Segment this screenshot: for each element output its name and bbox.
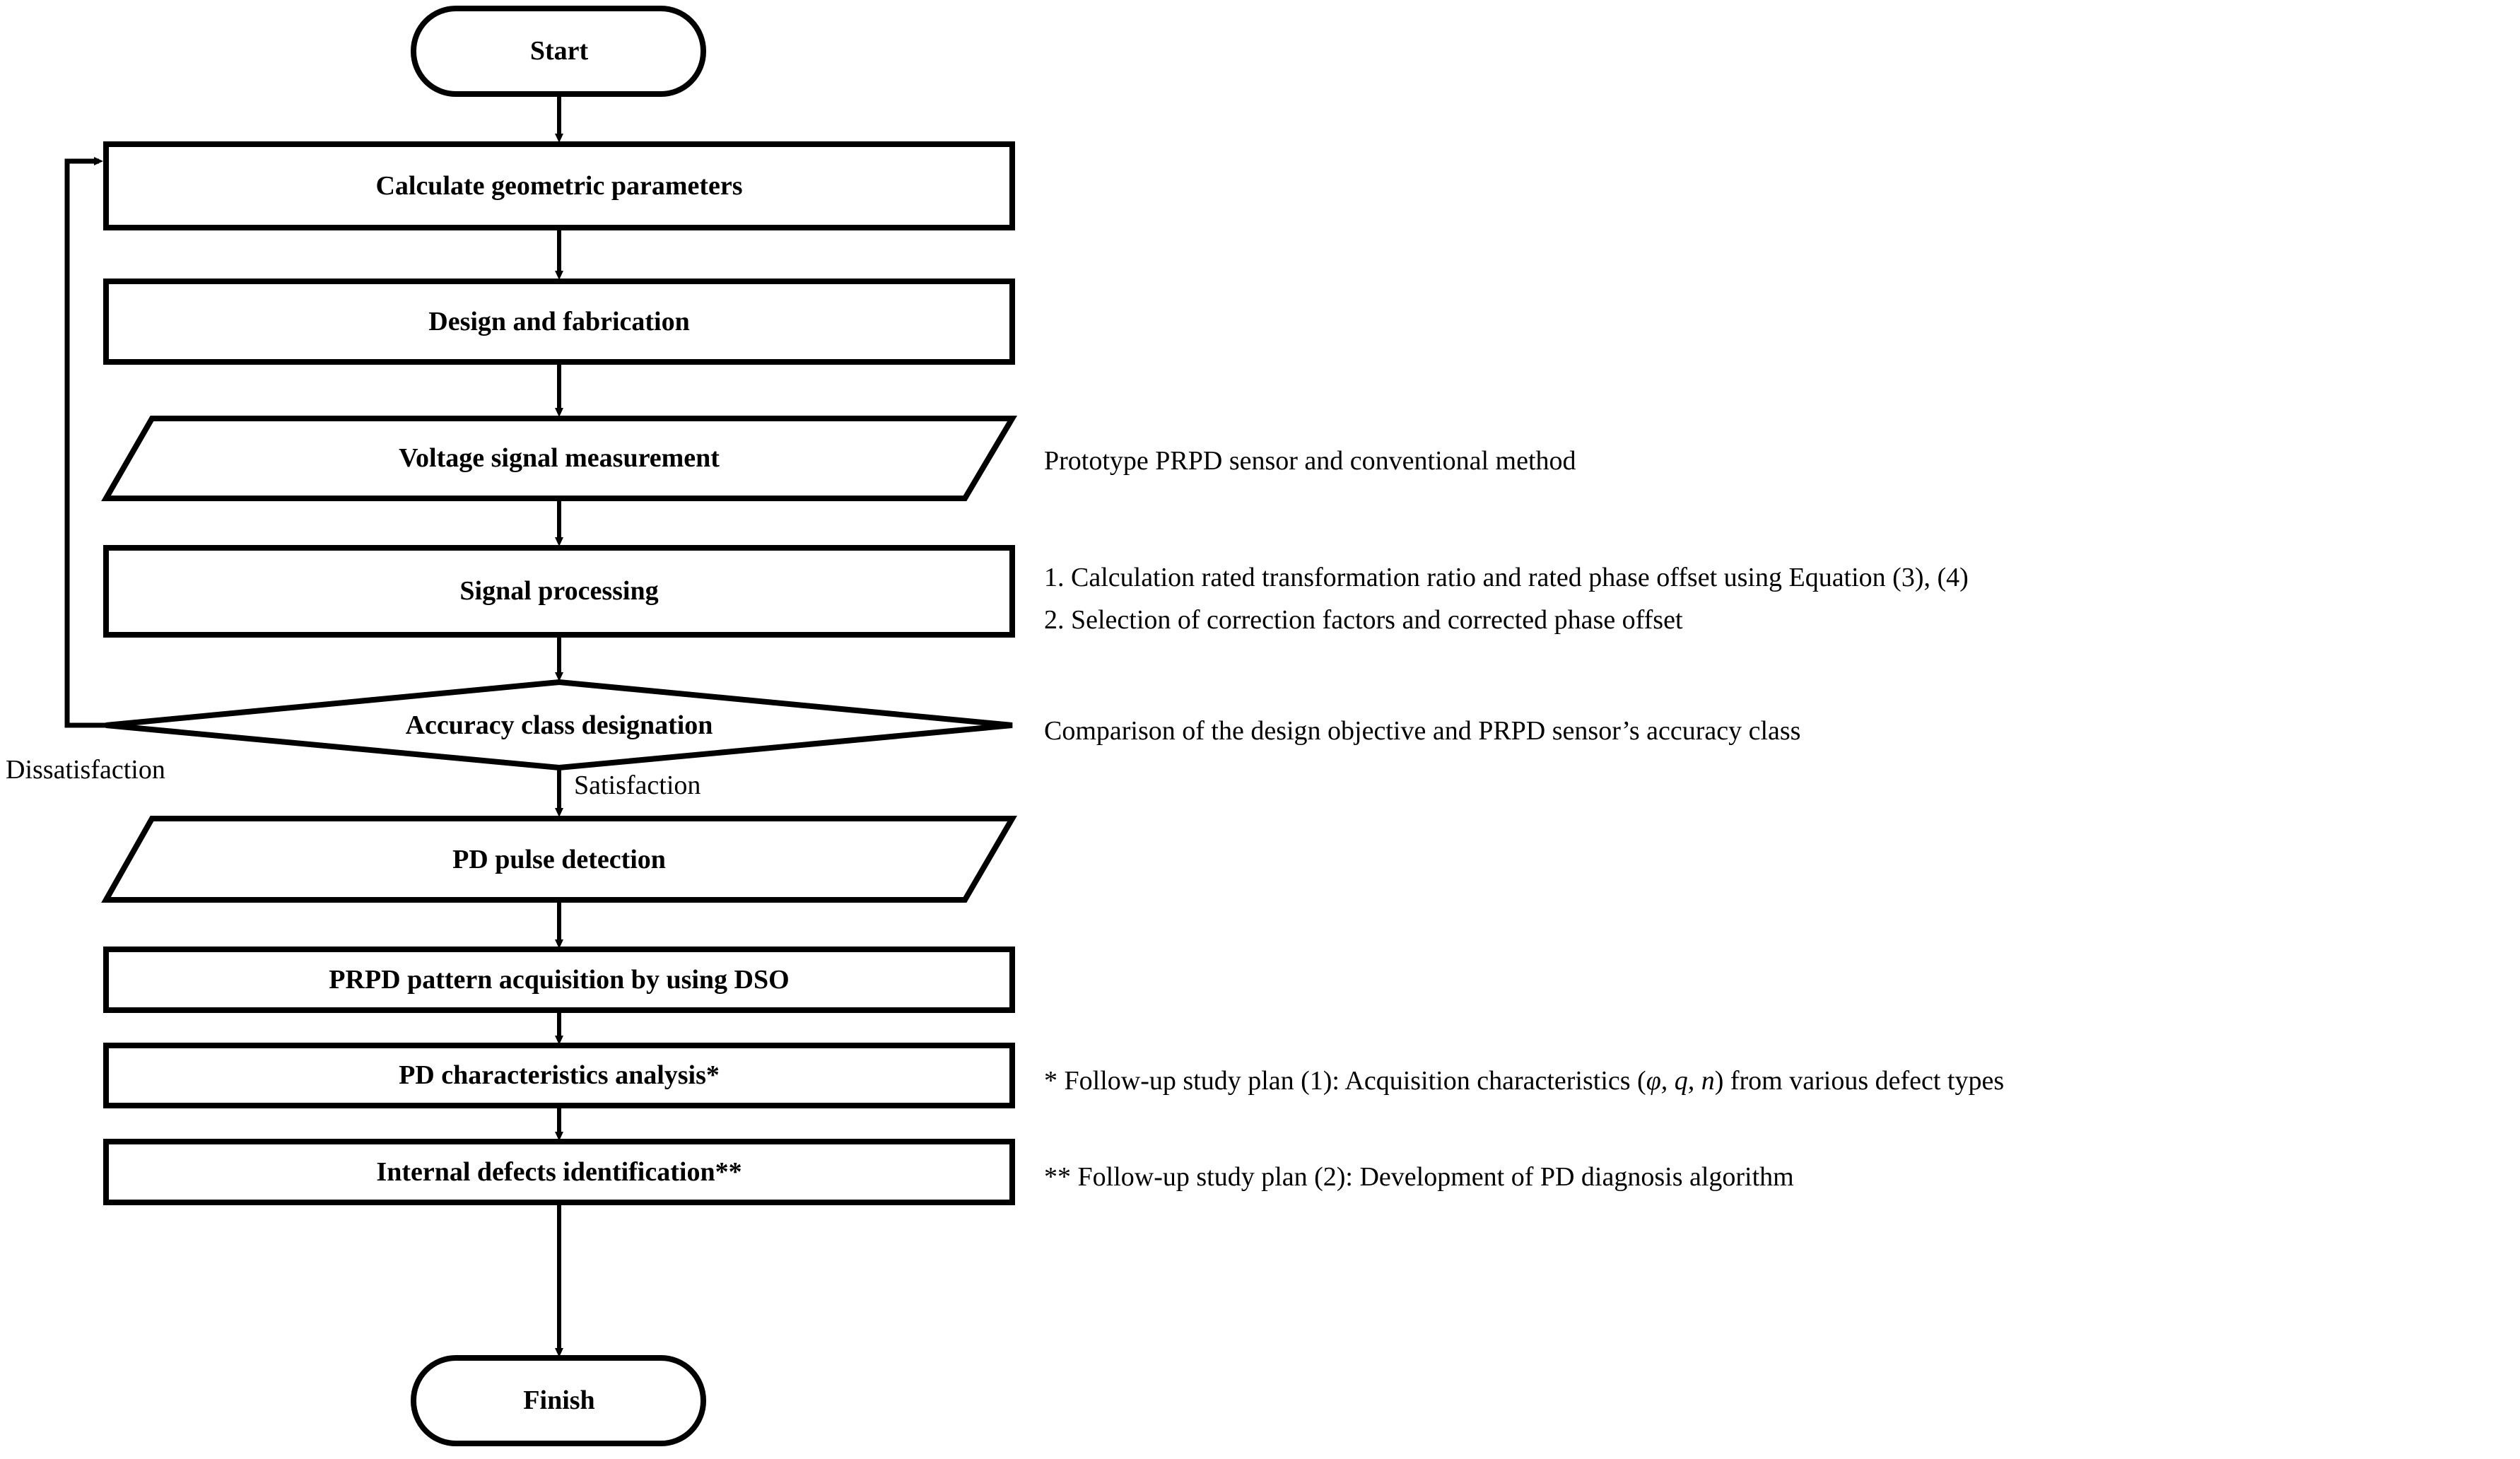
node-label-voltage-signal-measurement: Voltage signal measurement — [399, 443, 720, 473]
node-shape-geo — [103, 141, 1015, 230]
annotation-voltage-signal-measurement: Prototype PRPD sensor and conventional m… — [1044, 446, 1576, 476]
annotation-pdchar-suffix: ) from various defect types — [1714, 1066, 2005, 1096]
annotation-signal-processing-line1: 1. Calculation rated transformation rati… — [1044, 563, 1969, 592]
edge-label-satisfaction: Satisfaction — [574, 770, 701, 800]
node-shape-pdpulse — [101, 816, 1017, 903]
annotation-pdchar-symbols: φ, q, n — [1646, 1066, 1715, 1096]
edge-label-dissatisfaction: Dissatisfaction — [6, 755, 165, 785]
node-shape-voltage — [101, 416, 1018, 501]
connector-feedback-loop — [64, 157, 106, 728]
node-shape-design — [103, 279, 1015, 365]
annotation-pdchar-prefix: * Follow-up study plan (1): Acquisition … — [1044, 1066, 1646, 1096]
node-label-pd-pulse-detection: PD pulse detection — [452, 845, 666, 874]
node-label-signal-processing: Signal processing — [459, 576, 659, 606]
node-label-start: Start — [529, 36, 589, 66]
node-label-finish: Finish — [523, 1385, 595, 1415]
node-label-pd-characteristics-analysis: PD characteristics analysis* — [399, 1060, 720, 1090]
node-shape-pdchar — [103, 1043, 1015, 1108]
node-shape-prpd — [103, 947, 1015, 1013]
node-label-accuracy-class-designation: Accuracy class designation — [405, 710, 713, 740]
annotation-internal-defects-identification: ** Follow-up study plan (2): Development… — [1044, 1162, 1794, 1192]
annotation-pd-characteristics-analysis: * Follow-up study plan (1): Acquisition … — [1044, 1062, 2004, 1101]
annotation-signal-processing-line2: 2. Selection of correction factors and c… — [1044, 605, 1683, 635]
node-shape-defects — [103, 1139, 1015, 1205]
node-label-internal-defects-identification: Internal defects identification** — [376, 1157, 742, 1187]
node-label-prpd-pattern-acquisition: PRPD pattern acquisition by using DSO — [329, 965, 790, 995]
node-shape-finish — [411, 1355, 706, 1446]
node-shape-signal — [103, 545, 1015, 638]
node-label-calculate-geometric-parameters: Calculate geometric parameters — [375, 171, 743, 201]
annotation-accuracy-class-designation: Comparison of the design objective and P… — [1044, 716, 1801, 746]
node-label-design-and-fabrication: Design and fabrication — [428, 307, 690, 336]
